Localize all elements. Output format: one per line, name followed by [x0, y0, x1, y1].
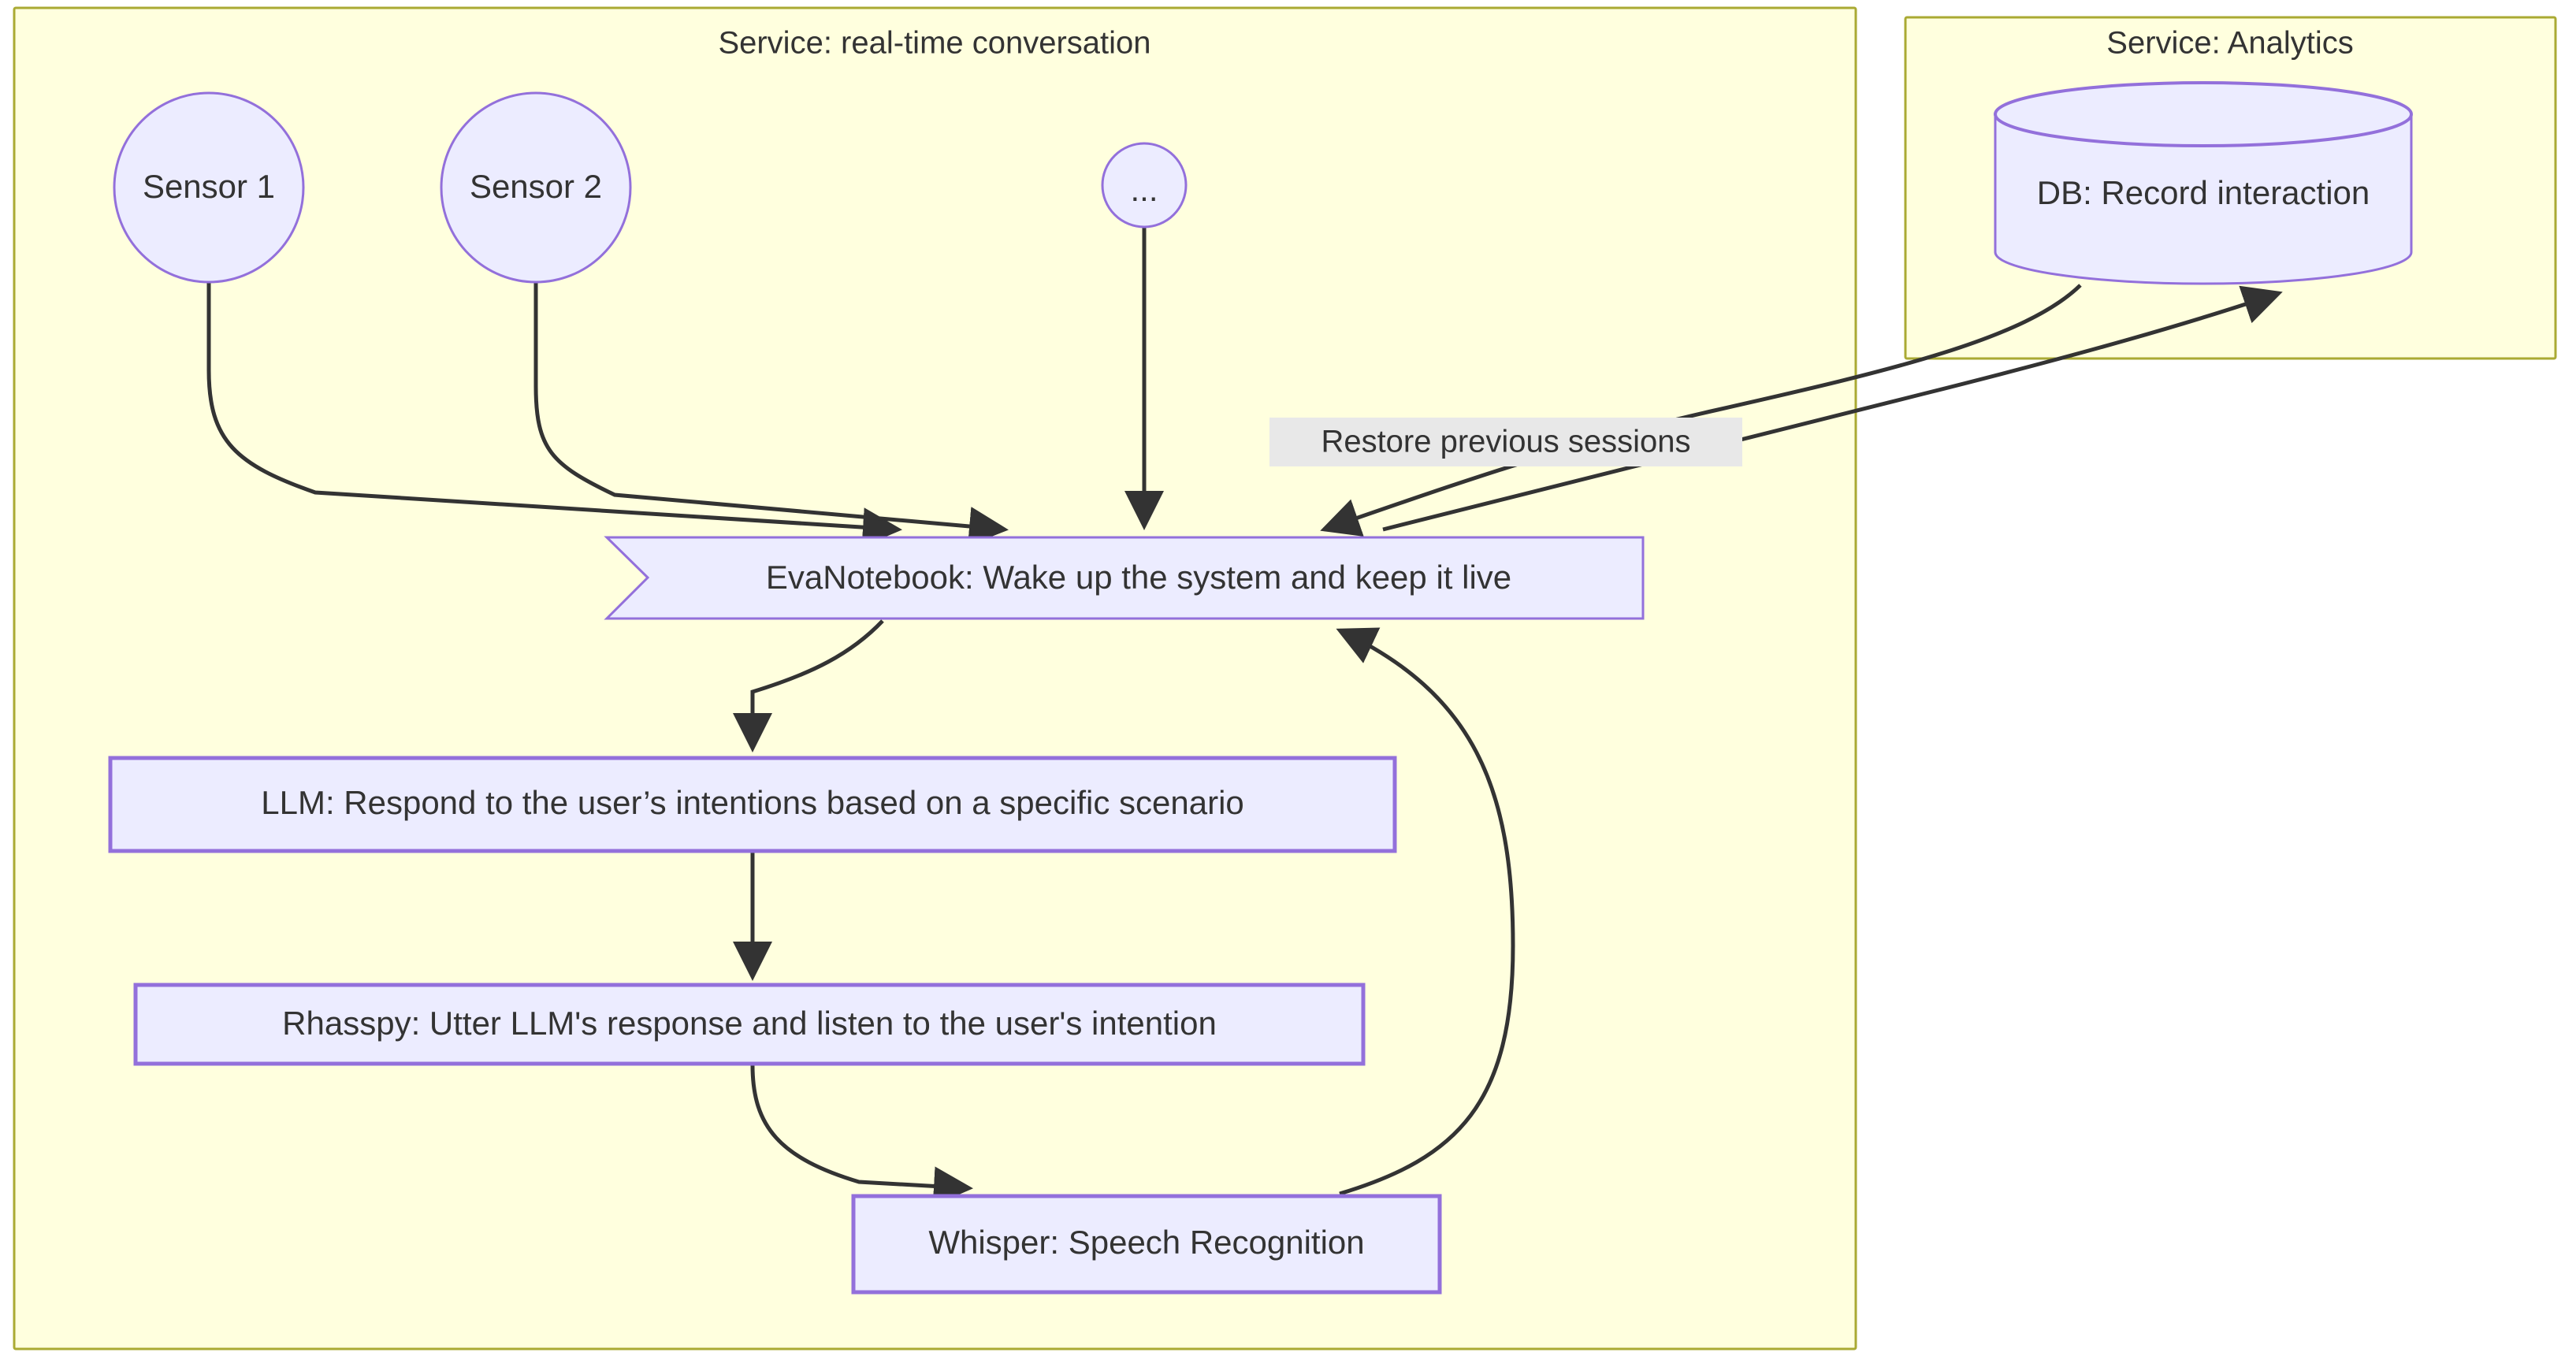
node-sensor-2-label: Sensor 2 [470, 168, 602, 205]
edge-sensor1-to-evanotebook [206, 282, 902, 548]
edge-sensor2-to-evanotebook [533, 282, 1009, 546]
edge-db-to-evanotebook [1320, 284, 2082, 537]
node-sensor-2-circle[interactable] [440, 91, 632, 284]
edge-label-background [1269, 418, 1742, 466]
node-more-sensors[interactable]: ... [1101, 142, 1188, 228]
node-evanotebook-label: EvaNotebook: Wake up the system and keep… [766, 559, 1511, 596]
node-evanotebook[interactable]: EvaNotebook: Wake up the system and keep… [604, 536, 1645, 620]
edge-evanotebook-to-llm [733, 619, 884, 752]
node-llm-label: LLM: Respond to the user’s intentions ba… [261, 784, 1244, 821]
node-more-sensors-label: ... [1130, 171, 1158, 208]
node-db-label: DB: Record interaction [2037, 174, 2370, 211]
node-sensor-1[interactable]: Sensor 1 [113, 91, 305, 284]
node-db-cylinder-top [1994, 81, 2413, 147]
node-sensor-2[interactable]: Sensor 2 [440, 91, 632, 284]
node-more-sensors-circle[interactable] [1101, 142, 1188, 228]
edge-rhasspy-to-whisper [750, 1064, 973, 1206]
edge-label-restore-previous-sessions: Restore previous sessions [1269, 418, 1742, 466]
cluster-analytics-title: Service: Analytics [2106, 26, 2353, 61]
node-rhasspy[interactable]: Rhasspy: Utter LLM's response and listen… [133, 983, 1366, 1066]
node-db-record-interaction[interactable]: DB: Record interaction [1994, 81, 2413, 285]
node-whisper-rect[interactable] [851, 1194, 1442, 1295]
node-whisper-label: Whisper: Speech Recognition [928, 1224, 1364, 1261]
edge-evanotebook-to-db [1382, 285, 2283, 532]
node-sensor-1-circle[interactable] [113, 91, 305, 284]
node-whisper[interactable]: Whisper: Speech Recognition [851, 1194, 1442, 1295]
node-sensor-1-label: Sensor 1 [143, 168, 275, 205]
cluster-realtime-title: Service: real-time conversation [718, 26, 1150, 61]
node-rhasspy-rect[interactable] [133, 983, 1366, 1066]
node-llm-rect[interactable] [108, 756, 1397, 853]
edge-label-restore-text: Restore previous sessions [1321, 425, 1690, 459]
node-llm[interactable]: LLM: Respond to the user’s intentions ba… [108, 756, 1397, 853]
edge-layer [206, 227, 2283, 1206]
node-rhasspy-label: Rhasspy: Utter LLM's response and listen… [282, 1005, 1217, 1042]
edge-whisper-to-evanotebook [1336, 627, 1515, 1196]
node-evanotebook-flag-shape[interactable] [604, 536, 1645, 620]
